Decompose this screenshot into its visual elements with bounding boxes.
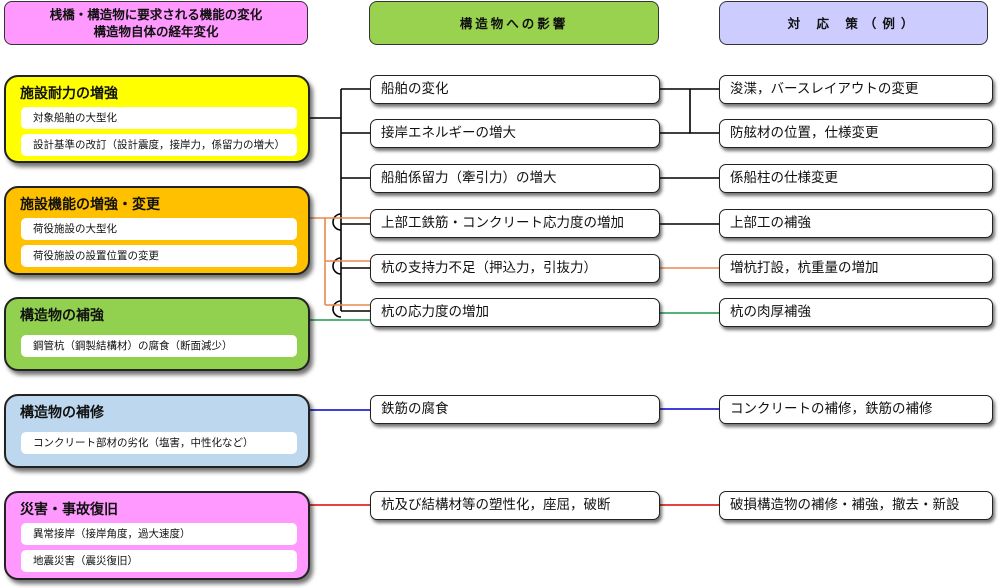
connector-mid-right-black xyxy=(660,88,719,225)
countermeasure-box: 上部工の補強 xyxy=(719,209,993,238)
category-repair: 構造物の補修 コンクリート部材の劣化（塩害，中性化など） xyxy=(4,394,310,468)
category-function: 施設機能の増強・変更 荷役施設の大型化 荷役施設の設置位置の変更 xyxy=(4,186,310,275)
impact-box: 船舶係留力（牽引力）の増大 xyxy=(370,164,660,193)
impact-box: 杭の支持力不足（押込力，引抜力） xyxy=(370,254,660,283)
impact-box: 杭の応力度の増加 xyxy=(370,298,660,327)
category-item: コンクリート部材の劣化（塩害，中性化など） xyxy=(21,432,297,454)
header-changes-line1: 桟橋・構造物に要求される機能の変化 xyxy=(49,7,263,22)
category-item: 異常接岸（接岸角度，過大速度） xyxy=(21,523,297,545)
countermeasure-box: 防舷材の位置，仕様変更 xyxy=(719,119,993,148)
countermeasure-box: 係船柱の仕様変更 xyxy=(719,164,993,193)
category-item: 地震災害（震災復旧） xyxy=(21,550,297,572)
category-item: 対象船舶の大型化 xyxy=(21,107,297,129)
countermeasure-box: 増杭打設，杭重量の増加 xyxy=(719,254,993,283)
impact-box: 杭及び結構材等の塑性化，座屈，破断 xyxy=(370,491,660,520)
countermeasure-box: 杭の肉厚補強 xyxy=(719,298,993,327)
connector-function xyxy=(310,217,370,306)
header-impacts: 構造物への影響 xyxy=(369,1,659,45)
impact-box: 上部工鉄筋・コンクリート応力度の増加 xyxy=(370,209,660,238)
category-title: 施設耐力の増強 xyxy=(20,86,118,102)
header-countermeasures: 対 応 策（例） xyxy=(719,1,988,45)
category-reinforce: 構造物の補強 鋼管杭（鋼製結構材）の腐食（断面減少） xyxy=(4,297,310,371)
category-title: 構造物の補修 xyxy=(20,405,104,421)
connector-strength xyxy=(310,88,370,318)
impact-box: 船舶の変化 xyxy=(370,75,660,104)
header-impacts-label: 構造物への影響 xyxy=(459,15,569,31)
category-title: 施設機能の増強・変更 xyxy=(20,197,160,213)
countermeasure-box: 浚渫，バースレイアウトの変更 xyxy=(719,75,993,104)
category-strength: 施設耐力の増強 対象船舶の大型化 設計基準の改訂（設計震度，接岸力，係留力の増大… xyxy=(4,75,310,163)
impact-box: 鉄筋の腐食 xyxy=(370,395,660,424)
header-countermeasures-label: 対 応 策（例） xyxy=(787,15,920,31)
header-changes: 桟橋・構造物に要求される機能の変化 構造物自体の経年変化 xyxy=(4,1,308,45)
impact-box: 接岸エネルギーの増大 xyxy=(370,119,660,148)
countermeasure-box: コンクリートの補修，鉄筋の補修 xyxy=(719,395,993,424)
category-item: 鋼管杭（鋼製結構材）の腐食（断面減少） xyxy=(21,335,297,357)
category-title: 構造物の補強 xyxy=(20,308,104,324)
category-title: 災害・事故復旧 xyxy=(20,502,118,518)
category-disaster: 災害・事故復旧 異常接岸（接岸角度，過大速度） 地震災害（震災復旧） xyxy=(4,491,310,580)
header-changes-line2: 構造物自体の経年変化 xyxy=(93,24,219,39)
category-item: 荷役施設の設置位置の変更 xyxy=(21,245,297,267)
category-item: 設計基準の改訂（設計震度，接岸力，係留力の増大） xyxy=(21,134,297,156)
countermeasure-box: 破損構造物の補修・補強，撤去・新設 xyxy=(719,491,993,520)
category-item: 荷役施設の大型化 xyxy=(21,218,297,240)
